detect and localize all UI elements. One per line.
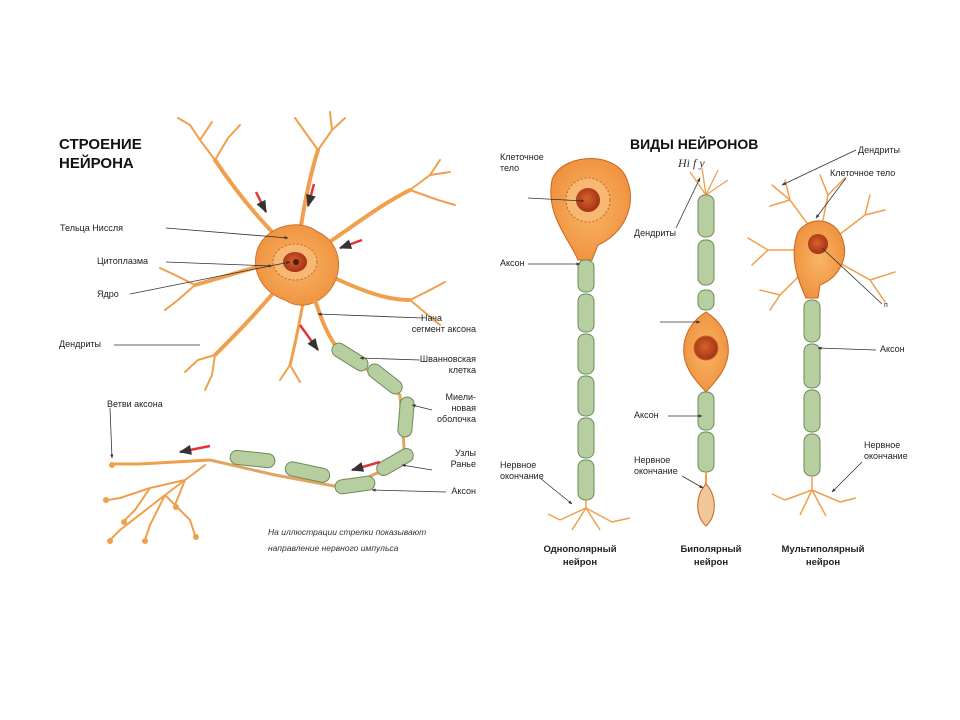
label-cell-body-uni-2: тело	[500, 163, 520, 173]
label-ending-bi-1: Нервное	[634, 455, 671, 465]
label-axon-left: Аксон	[451, 486, 476, 496]
label-axon-bi: Аксон	[634, 410, 659, 420]
label-nucleus: Ядро	[97, 289, 119, 299]
caption-multipolar-1: Мультиполярный	[781, 544, 865, 555]
right-leader-lines	[527, 149, 883, 505]
label-schwann: Шванновская клетка	[380, 354, 476, 376]
left-title-line1: СТРОЕНИЕ	[59, 136, 142, 153]
caption-bipolar: Биполярный нейрон	[656, 543, 766, 569]
label-axon-uni: Аксон	[500, 258, 525, 268]
label-ending-bi: Нервное окончание	[634, 455, 678, 477]
label-initial-segment: Нача сегмент аксона	[380, 313, 476, 335]
caption-multipolar: Мультиполярный нейрон	[766, 543, 880, 569]
axon-terminals	[103, 462, 199, 544]
label-dendrites-bi: Дендриты	[634, 228, 676, 238]
label-dendrites-left: Дендриты	[59, 339, 101, 349]
caption-unipolar: Однополярный нейрон	[522, 543, 638, 569]
arrow-note-line2: направление нервного импульса	[268, 543, 399, 553]
label-schwann-1: Шванновская	[419, 354, 476, 364]
label-nodes-1: Узлы	[455, 448, 476, 458]
label-nodes: Узлы Ранье	[380, 448, 476, 470]
handwritten-annotation: Hi f y	[678, 156, 705, 170]
label-ending-uni: Нервное окончание	[500, 460, 544, 482]
caption-bipolar-1: Биполярный	[680, 544, 742, 555]
multipolar-neuron	[747, 174, 896, 517]
left-title-line2: НЕЙРОНА	[59, 155, 134, 172]
label-axon-multi: Аксон	[880, 344, 905, 354]
label-cell-body-uni-1: Клеточное	[500, 152, 544, 162]
label-ending-multi-2: окончание	[864, 451, 908, 461]
arrow-note: На иллюстрации стрелки показывают направ…	[268, 524, 426, 556]
label-ending-multi: Нервное окончание	[864, 440, 908, 462]
left-leader-lines	[109, 227, 447, 493]
label-ending-multi-1: Нервное	[864, 440, 901, 450]
label-nissl: Тельца Ниссля	[60, 223, 123, 233]
impulse-arrows	[178, 183, 381, 472]
label-axon-branches: Ветви аксона	[107, 399, 163, 409]
label-cell-body-multi: Клеточное тело	[830, 168, 896, 178]
label-ending-uni-1: Нервное	[500, 460, 537, 470]
label-initial-segment-1: Нача	[420, 313, 442, 323]
label-dendrites-multi: Дендриты	[858, 145, 900, 155]
label-cytoplasm: Цитоплазма	[97, 256, 149, 266]
label-myelin: Миели- новая оболочка	[380, 392, 476, 425]
caption-bipolar-2: нейрон	[693, 557, 729, 568]
label-stray-mark: п	[884, 302, 888, 309]
caption-unipolar-2: нейрон	[562, 557, 598, 568]
label-cell-body-uni: Клеточное тело	[500, 152, 544, 174]
label-myelin-3: оболочка	[437, 414, 476, 424]
label-schwann-2: клетка	[448, 365, 476, 375]
myelin-sheath	[229, 342, 415, 495]
label-ending-uni-2: окончание	[500, 471, 544, 481]
label-ending-bi-2: окончание	[634, 466, 678, 476]
label-initial-segment-2: сегмент аксона	[411, 324, 476, 334]
caption-unipolar-1: Однополярный	[543, 544, 617, 555]
arrow-note-line1: На иллюстрации стрелки показывают	[268, 527, 427, 537]
label-nodes-2: Ранье	[450, 459, 476, 469]
soma	[255, 224, 339, 306]
axon-branches	[107, 464, 206, 541]
left-title: СТРОЕНИЕ НЕЙРОНА	[59, 135, 142, 173]
right-title: ВИДЫ НЕЙРОНОВ	[630, 136, 759, 152]
bipolar-neuron	[683, 167, 729, 527]
unipolar-neuron	[547, 158, 631, 531]
label-myelin-2: новая	[451, 403, 476, 413]
caption-multipolar-2: нейрон	[805, 557, 841, 568]
label-myelin-1: Миели-	[445, 392, 476, 402]
